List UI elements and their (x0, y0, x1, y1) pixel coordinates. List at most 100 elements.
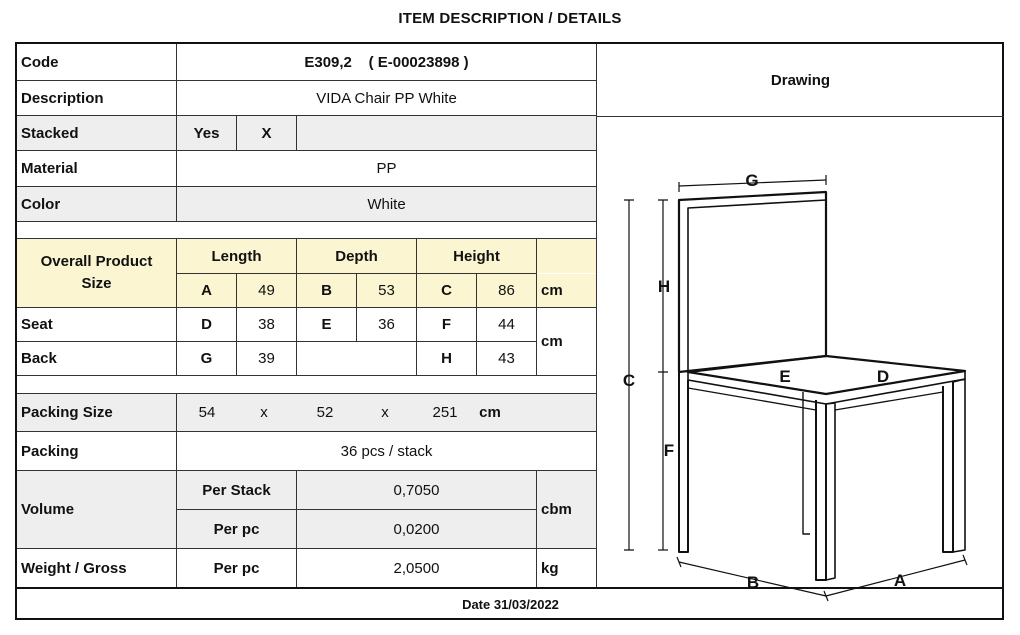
dim-h-label: H (441, 350, 452, 367)
row-divider (17, 221, 596, 222)
packing-size-label: Packing Size (17, 394, 176, 431)
depth-header: Depth (297, 239, 416, 273)
row-divider (17, 115, 596, 116)
page-title: ITEM DESCRIPTION / DETAILS (398, 10, 622, 27)
stacked-label: Stacked (17, 116, 176, 150)
row-divider (17, 307, 596, 308)
row-divider (17, 470, 596, 471)
weight-value: 2,0500 (393, 559, 440, 577)
per-pc-label: Per pc (177, 510, 296, 548)
dim-a-value: 49 (237, 274, 296, 307)
chair-dimension-drawing: G H C F E D B A (623, 171, 968, 602)
weight-unit: kg (541, 559, 559, 577)
dim-g-value: 39 (258, 350, 275, 367)
dim-g-label: G (200, 350, 213, 367)
drawing-label-d: D (877, 367, 889, 386)
col-divider (476, 273, 477, 375)
item-details-sheet: Code E309,2 ( E-00023898 ) Description V… (15, 42, 1004, 620)
volume-label: Volume (17, 471, 176, 548)
dim-b-label: B (297, 274, 356, 307)
footer-date: Date 31/03/2022 (462, 597, 559, 612)
drawing-label-b: B (747, 573, 759, 592)
row-divider (17, 393, 596, 394)
col-divider (536, 238, 537, 375)
stacked-mark: X (237, 116, 296, 150)
dimension-header-empty (537, 239, 596, 273)
drawing-label-a: A (894, 571, 906, 590)
col-divider (236, 115, 237, 150)
footer-divider (17, 587, 1004, 589)
row-divider (17, 341, 536, 342)
row-divider (176, 509, 536, 510)
col-divider (296, 238, 297, 375)
packing-size-1: 54 (192, 394, 222, 431)
row-divider (17, 238, 596, 239)
col-divider (176, 44, 177, 221)
packing-size-x1: x (254, 394, 274, 431)
dim-b-value: 53 (357, 274, 416, 307)
per-pc-value: 0,0200 (297, 510, 536, 548)
col-divider (296, 470, 297, 587)
overall-size-label: Overall Product Size (17, 239, 176, 307)
packing-size-unit: cm (473, 394, 507, 431)
col-divider (356, 273, 357, 341)
height-header: Height (417, 239, 536, 273)
drawing-title: Drawing (770, 71, 831, 89)
col-divider (296, 115, 297, 150)
dim-h-value: 43 (498, 350, 515, 367)
packing-size-2: 52 (310, 394, 340, 431)
overall-unit: cm (537, 274, 596, 307)
row-divider (17, 431, 596, 432)
stacked-yes: Yes (177, 116, 236, 150)
drawing-label-f: F (664, 441, 674, 460)
dim-c-value: 86 (477, 274, 536, 307)
chair-leg-rear-left (678, 372, 689, 553)
chair-backrest (677, 190, 828, 374)
per-stack-label: Per Stack (177, 471, 296, 509)
dim-d-label: D (201, 316, 212, 333)
drawing-label-h: H (658, 277, 670, 296)
code-value: E309,2 ( E-00023898 ) (304, 53, 469, 71)
dim-a-label: A (177, 274, 236, 307)
row-divider (17, 375, 596, 376)
row-divider (17, 80, 596, 81)
chair-seat (686, 354, 967, 396)
material-value: PP (376, 160, 397, 177)
chair-leg-front-right (942, 382, 954, 553)
col-divider (236, 273, 237, 375)
dim-e-label: E (321, 316, 332, 333)
description-label: Description (21, 89, 104, 107)
seat-label: Seat (21, 316, 53, 333)
packing-value: 36 pcs / stack (340, 442, 433, 460)
col-divider (176, 393, 177, 587)
dim-e-value: 36 (378, 316, 395, 333)
row-divider (17, 548, 596, 549)
color-label: Color (17, 187, 176, 221)
chair-leg-front-left (815, 400, 827, 581)
row-divider (17, 150, 596, 151)
dim-c-label: C (417, 274, 476, 307)
dim-f-value: 44 (498, 316, 515, 333)
col-divider (416, 238, 417, 375)
color-value: White (177, 187, 596, 221)
packing-size-3: 251 (427, 394, 463, 431)
row-divider (17, 186, 596, 187)
volume-unit: cbm (537, 471, 596, 548)
drawing-label-c: C (623, 371, 635, 390)
col-divider (176, 238, 177, 375)
weight-label: Weight / Gross (21, 559, 127, 577)
packing-label: Packing (21, 442, 79, 460)
code-label: Code (21, 53, 59, 71)
seat-back-unit: cm (541, 333, 563, 350)
drawing-header-divider (597, 116, 1004, 117)
dim-f-label: F (441, 316, 452, 333)
material-label: Material (21, 160, 78, 177)
back-label: Back (21, 350, 57, 367)
description-value: VIDA Chair PP White (316, 89, 457, 107)
table-drawing-divider (596, 44, 597, 587)
length-header: Length (177, 239, 296, 273)
weight-per-pc-label: Per pc (213, 559, 260, 577)
drawing-label-g: G (745, 171, 758, 190)
drawing-label-e: E (779, 367, 790, 386)
packing-size-x2: x (375, 394, 395, 431)
